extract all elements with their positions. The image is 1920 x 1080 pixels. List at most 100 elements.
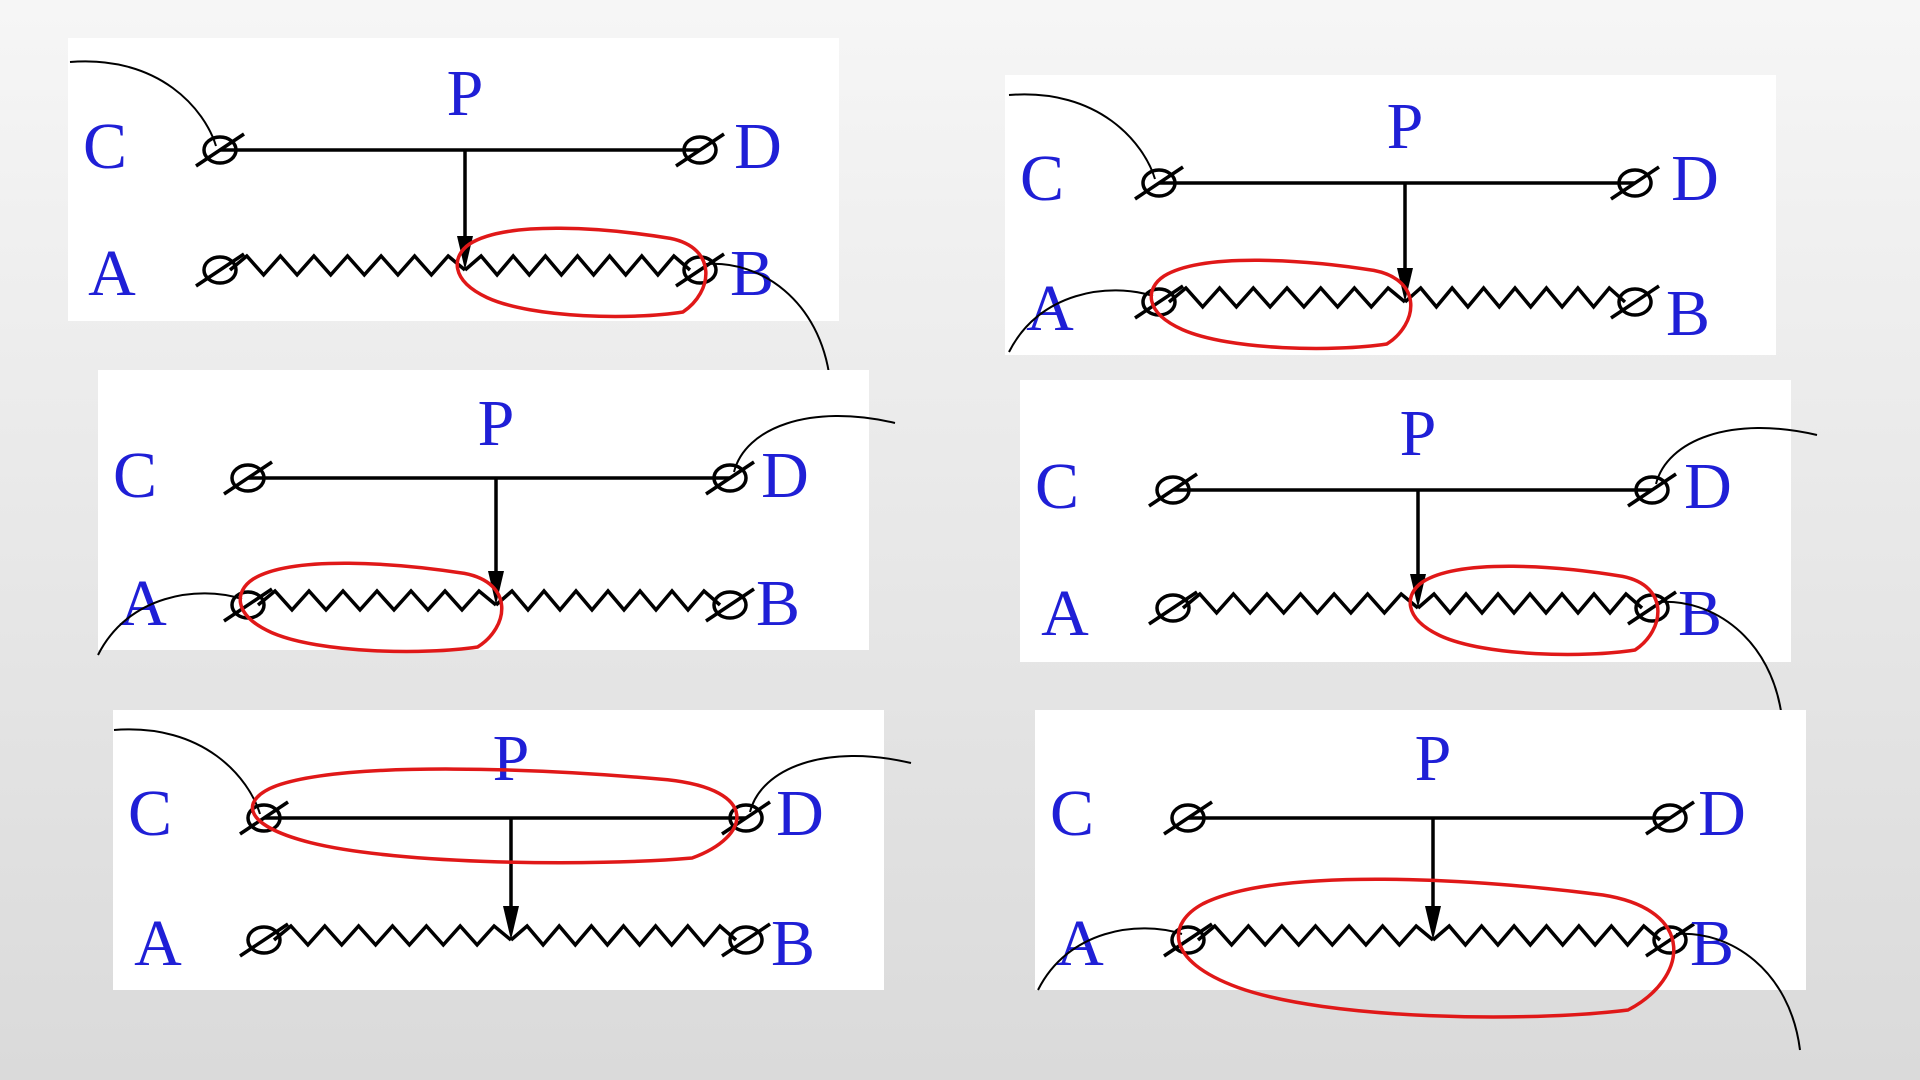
terminal-b-slash xyxy=(1627,590,1677,626)
highlight-pb-section xyxy=(1408,564,1660,657)
label-d: D xyxy=(776,777,824,850)
terminal-a-icon xyxy=(1155,593,1191,623)
label-b: B xyxy=(756,567,800,640)
highlight-pb-section xyxy=(455,226,708,319)
label-c: C xyxy=(113,439,157,512)
lead-wire-d xyxy=(749,755,912,813)
label-c: C xyxy=(1035,450,1079,523)
resistor-left-segment xyxy=(1167,285,1407,310)
resistor-left-segment xyxy=(1181,591,1420,616)
terminal-d-icon xyxy=(1634,475,1670,505)
terminal-d-icon xyxy=(712,463,748,493)
lead-wire-a xyxy=(97,592,243,656)
highlight-ap-section xyxy=(1149,258,1413,351)
terminal-d-slash xyxy=(1610,165,1660,201)
terminal-a-slash xyxy=(195,252,245,288)
terminal-a-slash xyxy=(239,922,289,958)
terminal-b-slash xyxy=(705,587,755,623)
label-b: B xyxy=(730,237,774,310)
panel-background xyxy=(98,370,869,650)
label-d: D xyxy=(1698,777,1746,850)
terminal-c-icon xyxy=(202,135,238,165)
terminal-c-slash xyxy=(1163,800,1213,836)
terminal-a-slash xyxy=(223,587,273,623)
label-a: A xyxy=(1056,907,1104,980)
terminal-b-slash xyxy=(721,922,771,958)
terminal-a-slash xyxy=(1148,590,1198,626)
terminal-a-slash xyxy=(1163,922,1213,958)
label-p: P xyxy=(1415,722,1452,795)
resistor-left-segment xyxy=(256,588,498,613)
lead-wire-b xyxy=(1675,932,1801,1051)
terminal-d-slash xyxy=(1627,472,1677,508)
lead-wire-b xyxy=(705,262,831,381)
label-c: C xyxy=(128,777,172,850)
terminal-c-slash xyxy=(1148,472,1198,508)
resistor-right-segment xyxy=(494,588,722,613)
label-b: B xyxy=(771,907,815,980)
label-b: B xyxy=(1666,277,1710,350)
terminal-d-slash xyxy=(705,460,755,496)
label-c: C xyxy=(1050,777,1094,850)
terminal-c-icon xyxy=(1170,803,1206,833)
terminal-d-slash xyxy=(675,132,725,168)
slider-arrow-icon xyxy=(1425,906,1441,940)
label-d: D xyxy=(734,110,782,183)
lead-wire-a xyxy=(1037,927,1183,991)
terminal-c-icon xyxy=(246,803,282,833)
resistor-left-segment xyxy=(228,253,467,278)
terminal-c-icon xyxy=(1155,475,1191,505)
highlight-ap-section xyxy=(238,561,504,654)
lead-wire-b xyxy=(1657,600,1783,719)
terminal-c-slash xyxy=(223,460,273,496)
resistor-left-segment xyxy=(1196,923,1435,948)
resistor-right-segment xyxy=(463,253,692,278)
slider-arrow-icon xyxy=(503,906,519,940)
resistor-right-segment xyxy=(1416,591,1644,616)
label-c: C xyxy=(83,110,127,183)
label-a: A xyxy=(1041,577,1089,650)
label-p: P xyxy=(478,387,515,460)
label-d: D xyxy=(1684,450,1732,523)
label-c: C xyxy=(1020,142,1064,215)
panel-background xyxy=(113,710,884,990)
label-a: A xyxy=(119,567,167,640)
terminal-b-icon xyxy=(712,590,748,620)
lead-wire-c xyxy=(69,60,217,147)
terminal-c-slash xyxy=(1134,165,1184,201)
highlight-ab-resistor xyxy=(1176,877,1676,1019)
terminal-b-slash xyxy=(1610,284,1660,320)
terminal-d-icon xyxy=(1652,803,1688,833)
highlight-cd-rail xyxy=(250,767,739,865)
terminal-d-icon xyxy=(1617,168,1653,198)
lead-wire-d xyxy=(1655,427,1818,485)
terminal-c-slash xyxy=(239,800,289,836)
panel-middle-left: C D A B P xyxy=(97,370,896,656)
terminal-d-slash xyxy=(1645,800,1695,836)
resistor-right-segment xyxy=(1431,923,1662,948)
label-p: P xyxy=(1400,397,1437,470)
resistor-right-segment xyxy=(509,923,738,948)
terminal-b-slash xyxy=(675,252,725,288)
terminal-c-slash xyxy=(195,132,245,168)
terminal-a-icon xyxy=(202,255,238,285)
terminal-c-icon xyxy=(1141,168,1177,198)
terminal-a-icon xyxy=(1170,925,1206,955)
terminal-a-slash xyxy=(1134,284,1184,320)
label-d: D xyxy=(761,439,809,512)
terminal-c-icon xyxy=(230,463,266,493)
terminal-d-icon xyxy=(682,135,718,165)
terminal-d-icon xyxy=(728,803,764,833)
terminal-a-icon xyxy=(246,925,282,955)
lead-wire-d xyxy=(733,415,896,473)
terminal-b-slash xyxy=(1645,922,1695,958)
label-p: P xyxy=(493,722,530,795)
resistor-left-segment xyxy=(272,923,513,948)
resistor-right-segment xyxy=(1403,285,1627,310)
terminal-b-icon xyxy=(728,925,764,955)
lead-wire-c xyxy=(1008,93,1156,180)
